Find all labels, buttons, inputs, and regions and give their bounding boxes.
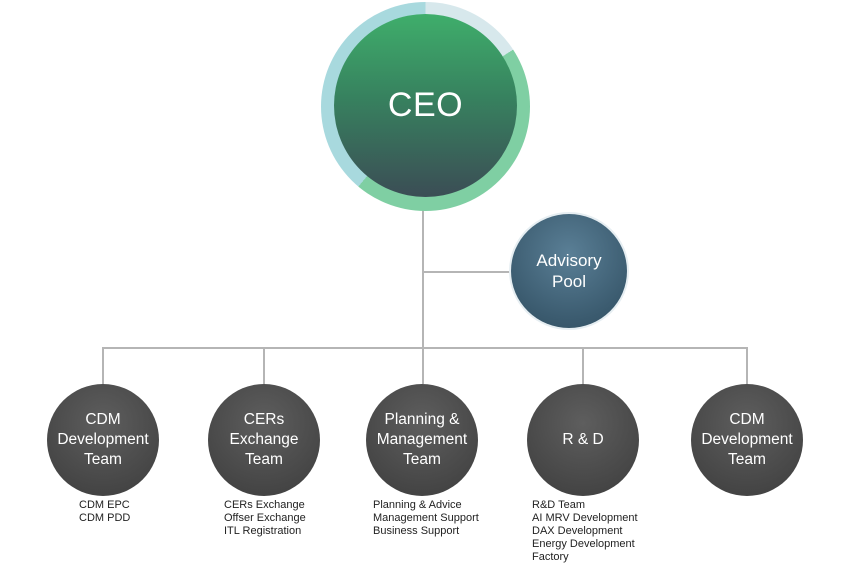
- duty-item: DAX Development: [532, 525, 623, 537]
- team-label: R & D: [562, 431, 604, 448]
- ceo-node: CEO: [334, 14, 517, 197]
- team-label: CDM Development Team: [57, 411, 149, 468]
- team-3-duties-list: Planning & Advice Management Support Bus…: [373, 499, 479, 538]
- duty-item: Planning & Advice: [373, 499, 462, 511]
- duty-item: R&D Team: [532, 499, 585, 511]
- team-node-cdm-development-1: CDM Development Team: [47, 384, 159, 496]
- duty-item: CDM PDD: [79, 512, 131, 524]
- duty-item: AI MRV Development: [532, 512, 638, 524]
- duty-item: Management Support: [373, 512, 479, 524]
- team-node-cers-exchange: CERs Exchange Team: [208, 384, 320, 496]
- team-4-duties-list: R&D Team AI MRV Development DAX Developm…: [532, 499, 638, 564]
- team-2-duties-list: CERs Exchange Offser Exchange ITL Regist…: [224, 499, 306, 538]
- duty-item: CERs Exchange: [224, 499, 305, 511]
- duty-item: Offser Exchange: [224, 512, 306, 524]
- duty-item: ITL Registration: [224, 525, 302, 537]
- team-label: CERs Exchange Team: [229, 411, 299, 468]
- duty-item: CDM EPC: [79, 499, 130, 511]
- duty-item: Energy Development: [532, 538, 635, 550]
- advisory-pool-node: Advisory Pool: [511, 214, 627, 328]
- advisory-pool-label: Advisory Pool: [536, 251, 602, 291]
- team-node-r-and-d: R & D: [527, 384, 639, 496]
- team-label: Planning & Management Team: [376, 411, 468, 468]
- team-node-planning-management: Planning & Management Team: [366, 384, 478, 496]
- team-node-cdm-development-2: CDM Development Team: [691, 384, 803, 496]
- ceo-label: CEO: [387, 86, 464, 124]
- team-1-duties-list: CDM EPC CDM PDD: [79, 499, 130, 525]
- duty-item: Factory: [532, 551, 569, 563]
- duty-item: Business Support: [373, 525, 460, 537]
- team-label: CDM Development Team: [701, 411, 793, 468]
